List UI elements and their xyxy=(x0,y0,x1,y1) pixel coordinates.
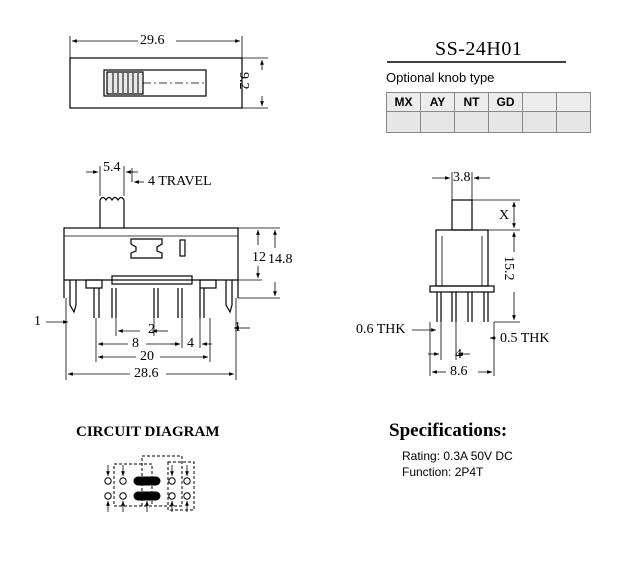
side-view xyxy=(412,172,520,376)
circuit-slider-bottom xyxy=(133,491,161,501)
side-x-label: X xyxy=(499,208,510,223)
top-height-label: 9.2 xyxy=(236,72,251,90)
top-view-slot xyxy=(103,69,207,97)
knob-width-label: 5.4 xyxy=(103,160,121,175)
knob-type-blank-2 xyxy=(556,92,591,112)
knob-type-nt: NT xyxy=(454,92,489,112)
front-knob xyxy=(99,196,125,228)
specs-title: Specifications: xyxy=(389,420,508,441)
thk-right-label: 0.5 THK xyxy=(500,331,550,346)
side-height-label: 15.2 xyxy=(501,256,516,281)
right-1-label: 1 xyxy=(234,320,241,335)
knob-cell xyxy=(454,111,489,133)
circuit-diagram xyxy=(104,455,195,512)
knob-type-ay: AY xyxy=(420,92,455,112)
thk-left-label: 0.6 THK xyxy=(356,322,406,337)
circuit-slider-top xyxy=(133,476,161,486)
overall-label: 28.6 xyxy=(134,366,159,381)
top-view xyxy=(69,36,268,109)
knob-cell xyxy=(488,111,523,133)
knob-cell xyxy=(522,111,557,133)
side-pitch-label: 4 xyxy=(455,347,462,362)
travel-label: 4 TRAVEL xyxy=(148,174,212,189)
side-knob-label: 3.8 xyxy=(453,170,471,185)
knob-type-label: Optional knob type xyxy=(386,70,495,85)
knob-cell xyxy=(420,111,455,133)
knob-cell xyxy=(556,111,591,133)
front-body xyxy=(63,227,239,281)
top-view-body xyxy=(69,57,243,109)
side-width-label: 8.6 xyxy=(450,364,468,379)
pin-4-label: 4 xyxy=(187,336,194,351)
front-window xyxy=(130,238,163,259)
specs-function: Function: 2P4T xyxy=(402,465,484,479)
front-window-small xyxy=(179,239,186,257)
height-12-label: 12 xyxy=(252,250,266,265)
circuit-title: CIRCUIT DIAGRAM xyxy=(76,424,220,440)
top-length-label: 29.6 xyxy=(140,33,165,48)
side-body xyxy=(435,229,489,287)
side-knob xyxy=(451,199,473,231)
pin-8-label: 8 xyxy=(132,336,139,351)
knob-cell xyxy=(386,111,421,133)
height-148-label: 14.8 xyxy=(268,252,293,267)
circuit-box-right xyxy=(167,461,195,511)
span-20-label: 20 xyxy=(140,349,154,364)
knob-type-gd: GD xyxy=(488,92,523,112)
pin-2-label: 2 xyxy=(148,322,155,337)
circuit-contacts xyxy=(104,477,191,500)
knob-type-mx: MX xyxy=(386,92,421,112)
part-number: SS-24H01 xyxy=(435,38,523,60)
knob-type-table: MX AY NT GD xyxy=(386,92,591,133)
knob-type-blank-1 xyxy=(522,92,557,112)
left-1-label: 1 xyxy=(34,314,41,329)
specs-rating: Rating: 0.3A 50V DC xyxy=(402,449,513,463)
front-view xyxy=(46,166,280,380)
